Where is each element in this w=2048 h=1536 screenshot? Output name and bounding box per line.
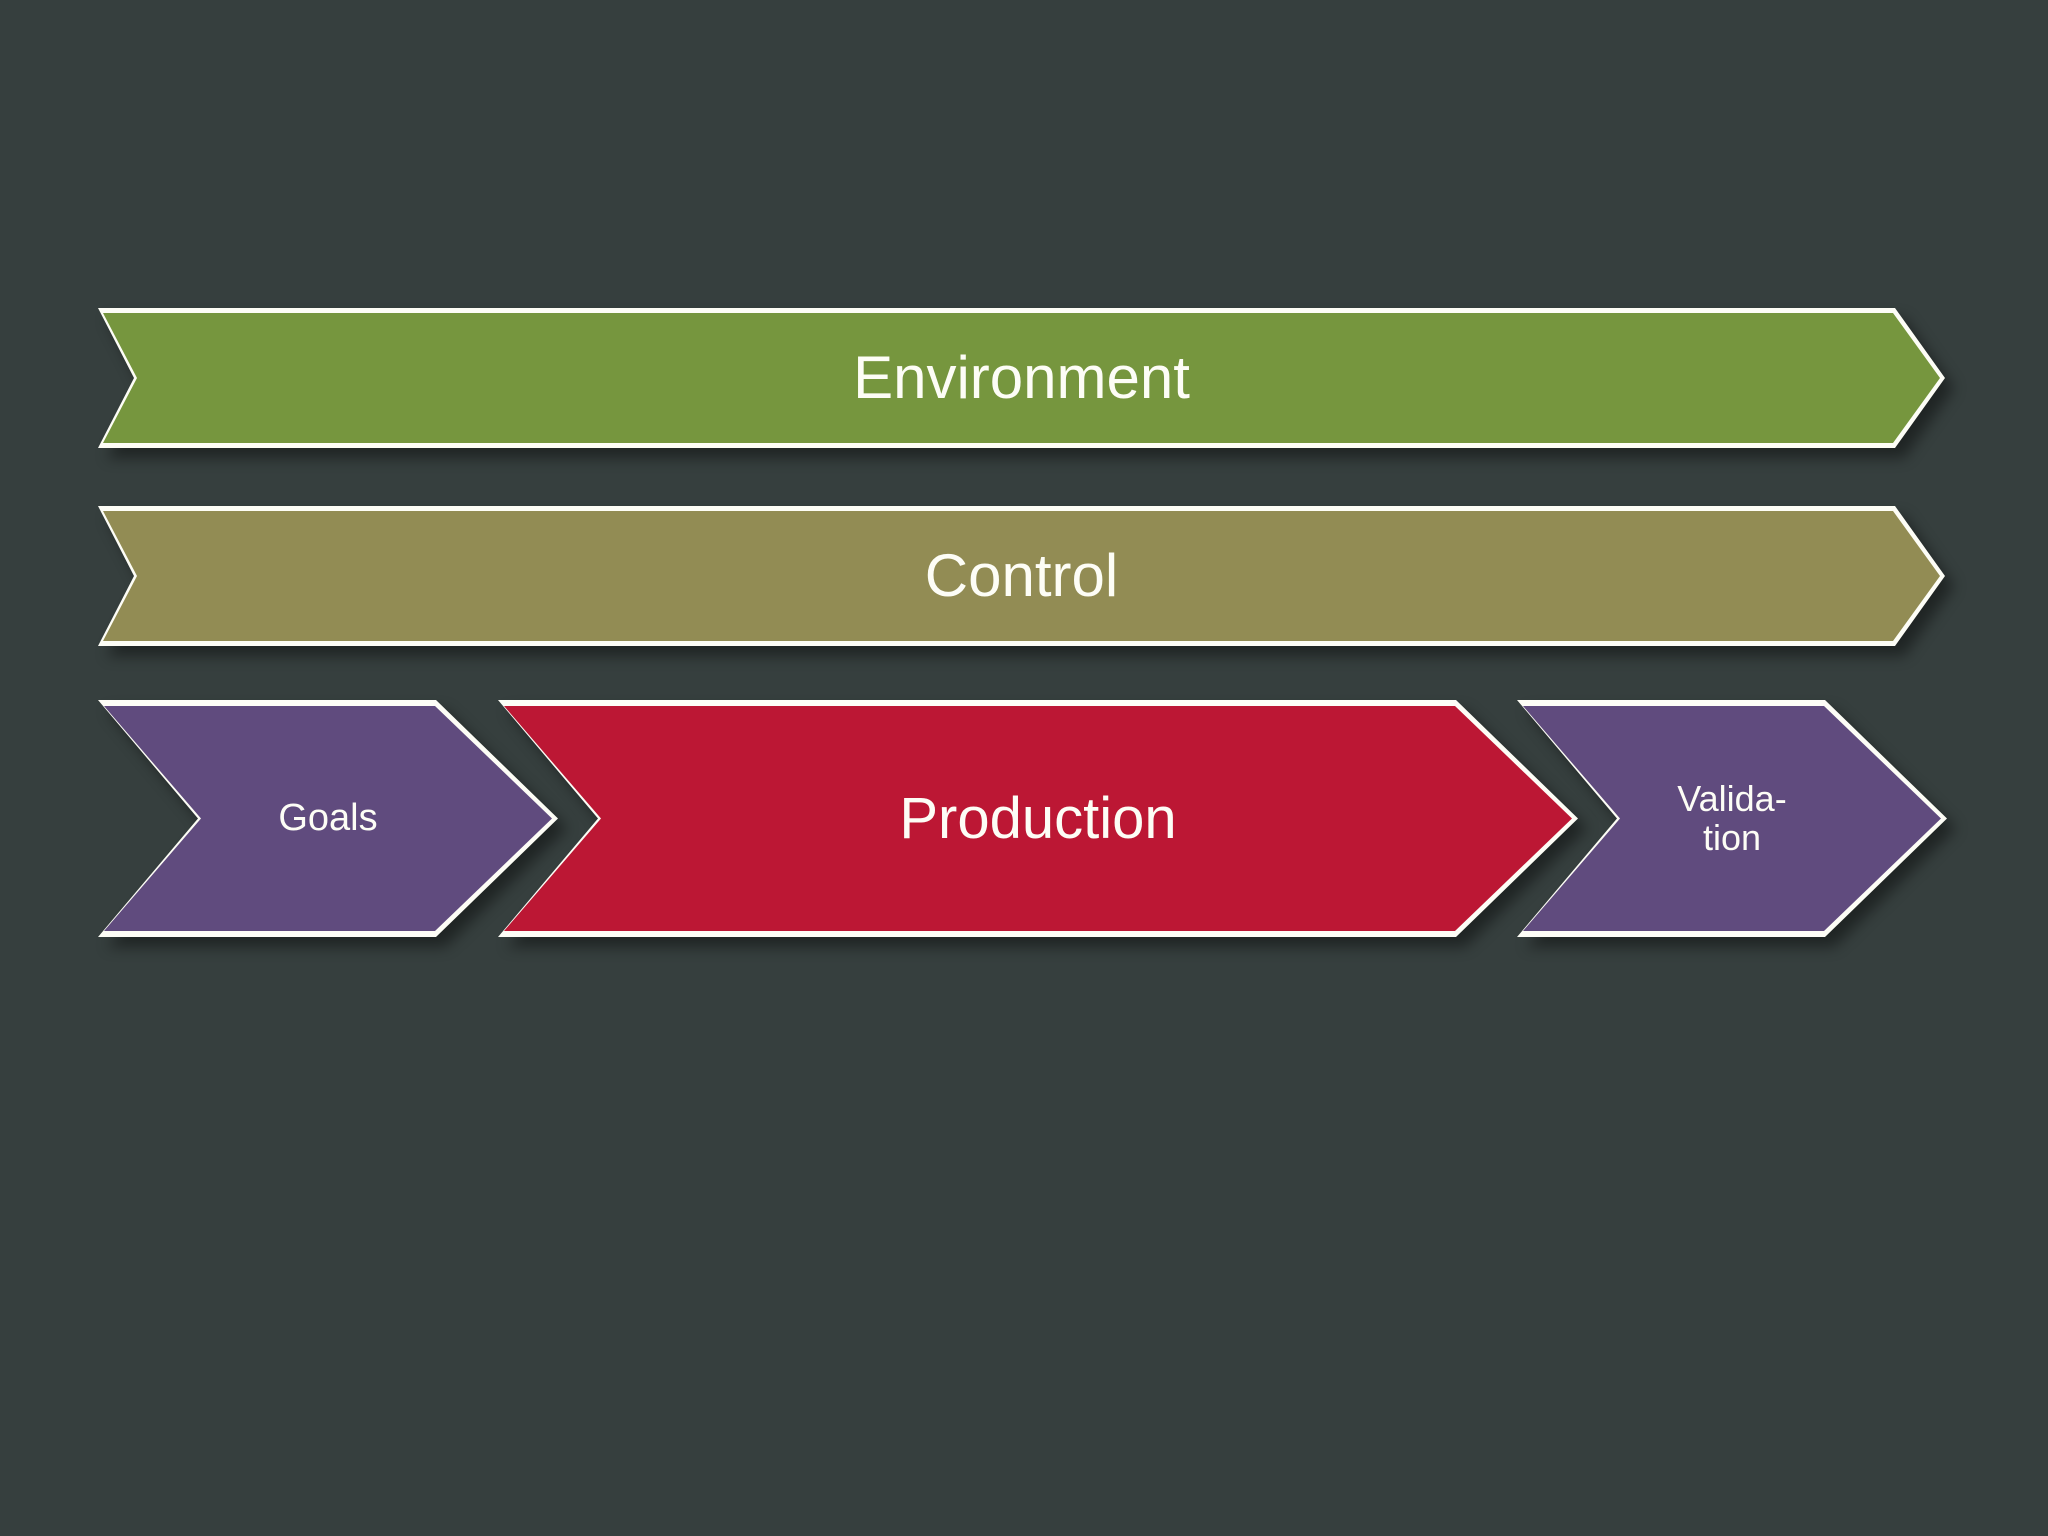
chevron-label-validation: Valida- tion [1677, 778, 1787, 858]
chevron-control[interactable]: Control [98, 506, 1945, 646]
chevron-label-goals: Goals [278, 797, 378, 840]
chevron-fill [103, 313, 1940, 443]
chevron-production[interactable]: Production [498, 700, 1578, 937]
chevron-label-control: Control [924, 542, 1119, 610]
chevron-environment[interactable]: Environment [98, 308, 1945, 448]
chevron-goals[interactable]: Goals [98, 700, 558, 937]
chevron-fill [504, 706, 1572, 931]
chevron-label-production: Production [899, 785, 1177, 851]
chevron-validation[interactable]: Valida- tion [1517, 700, 1947, 937]
chevron-label-environment: Environment [853, 344, 1190, 412]
chevron-fill [103, 511, 1940, 641]
